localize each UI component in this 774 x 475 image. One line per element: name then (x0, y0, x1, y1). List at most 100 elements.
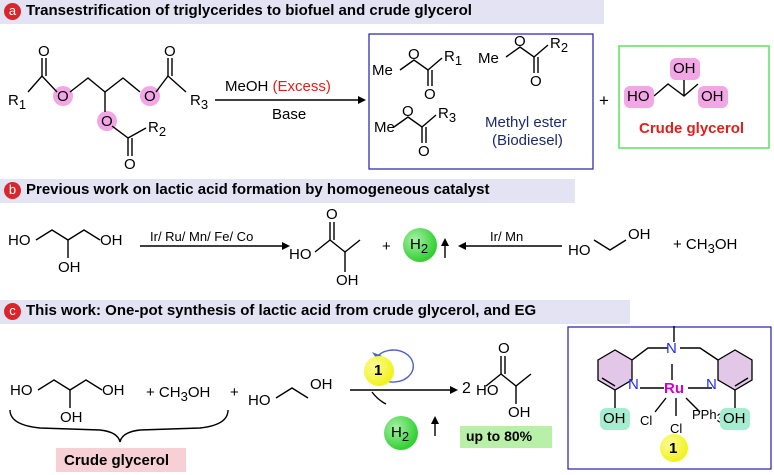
atom-o: O (57, 88, 69, 105)
ho-label: HO (10, 382, 33, 399)
me-label: Me (372, 62, 393, 79)
h2-label: H2 (410, 236, 429, 256)
crude-glycerol-badge (56, 448, 186, 472)
chloride: Cl (640, 413, 653, 428)
r2-label: R2 (148, 119, 167, 139)
ethylene-glycol-c (275, 387, 309, 399)
triglyceride-skeleton (27, 58, 187, 156)
lactic-acid-c (485, 356, 532, 404)
atom-o: O (326, 206, 338, 223)
oh-label: OH (701, 88, 724, 105)
amine-n: N (666, 340, 677, 357)
section-a-title: Transestrification of triglycerides to b… (26, 2, 472, 19)
methanol-label: + CH3OH (146, 384, 211, 404)
atom-o: O (402, 103, 414, 120)
catalysts-right: Ir/ Mn (490, 229, 524, 244)
ho-label: HO (568, 242, 591, 259)
oh-label: OH (673, 60, 696, 77)
section-c-letter: c (4, 303, 21, 320)
atom-o: O (418, 143, 430, 160)
r2-label: R2 (550, 35, 569, 55)
catalysts-left: Ir/ Ru/ Mn/ Fe/ Co (150, 229, 254, 244)
hydroxyl-highlight (624, 86, 654, 108)
oh-label: OH (60, 409, 83, 426)
atom-o: O (408, 46, 420, 63)
ethylene-glycol-b (593, 239, 627, 251)
oh-label: OH (723, 410, 746, 427)
glycerol-b (35, 229, 101, 258)
reagent-base: Base (272, 106, 307, 123)
atom-o: O (498, 340, 510, 357)
section-c-title: This work: One-pot synthesis of lactic a… (26, 302, 537, 319)
glycerol-c (37, 379, 103, 408)
catalyst-number: 1 (374, 362, 383, 379)
atom-o: O (124, 156, 136, 173)
section-b-letter: b (4, 182, 21, 199)
h2-circle (403, 228, 437, 262)
section-b-title: Previous work on lactic acid formation b… (26, 181, 490, 198)
plus-sign: + (230, 384, 239, 401)
hydroxyl-highlight (670, 58, 700, 80)
crude-glycerol-brace (9, 409, 229, 443)
atom-o: O (38, 43, 50, 60)
crude-glycerol-label: Crude glycerol (64, 452, 170, 469)
ester-oxygen-highlight (53, 86, 73, 106)
biodiesel-label: (Biodiesel) (492, 132, 563, 149)
coefficient: 2 (462, 380, 471, 397)
lactic-acid-b (314, 222, 361, 272)
me-label: Me (478, 50, 499, 67)
methyl-ester-label: Methyl ester (485, 114, 567, 131)
h2-label: H2 (391, 424, 410, 444)
methyl-ester-skeletons (393, 44, 549, 143)
oh-label: OH (100, 232, 123, 249)
plus-sign: + (382, 238, 391, 255)
atom-o: O (144, 88, 156, 105)
r3-label: R3 (190, 92, 209, 112)
ho-label: HO (476, 382, 499, 399)
complex-number: 1 (669, 440, 678, 457)
yield-label: up to 80% (466, 428, 533, 444)
complex-number-circle (660, 434, 688, 462)
atom-o: O (530, 73, 542, 90)
me-label: Me (374, 119, 395, 136)
atom-o: O (424, 86, 436, 103)
pyridine-n: N (628, 376, 639, 393)
r3-label: R3 (438, 105, 457, 125)
ho-label: HO (8, 232, 31, 249)
section-a-letter: a (4, 3, 21, 20)
oh-label: OH (58, 259, 81, 276)
oh-label: OH (102, 382, 125, 399)
section-c-header (0, 300, 630, 324)
ho-label: HO (248, 392, 271, 409)
atom-o: O (164, 43, 176, 60)
reagent-meoh: MeOH (Excess) (225, 78, 331, 95)
methyl-ester-box (368, 33, 594, 170)
yield-badge (460, 426, 552, 448)
hydroxyl-highlight-teal (720, 408, 750, 430)
oh-label: OH (336, 272, 359, 289)
ester-oxygen-highlight (140, 86, 160, 106)
h2-circle (384, 416, 418, 450)
catalyst-circle (364, 356, 394, 386)
r1-label: R1 (444, 48, 463, 68)
pyridine-n: N (706, 376, 717, 393)
oh-label: OH (628, 226, 651, 243)
oh-label: OH (603, 410, 626, 427)
ru-complex (597, 326, 753, 416)
methanol-label: + CH3OH (673, 236, 738, 256)
atom-o: O (514, 33, 526, 50)
chloride: Cl (670, 421, 683, 436)
section-b-header (0, 179, 575, 203)
oh-label: OH (310, 376, 333, 393)
r1-label: R1 (8, 92, 27, 112)
atom-o: O (101, 113, 113, 130)
ho-label: HO (289, 246, 312, 263)
complex-box (567, 326, 772, 470)
ho-label: HO (627, 88, 650, 105)
ruthenium: Ru (664, 380, 684, 397)
plus-sign: + (599, 91, 609, 110)
oh-label: OH (508, 404, 531, 421)
glycerol-box (618, 45, 770, 149)
hydroxyl-highlight (698, 86, 728, 108)
